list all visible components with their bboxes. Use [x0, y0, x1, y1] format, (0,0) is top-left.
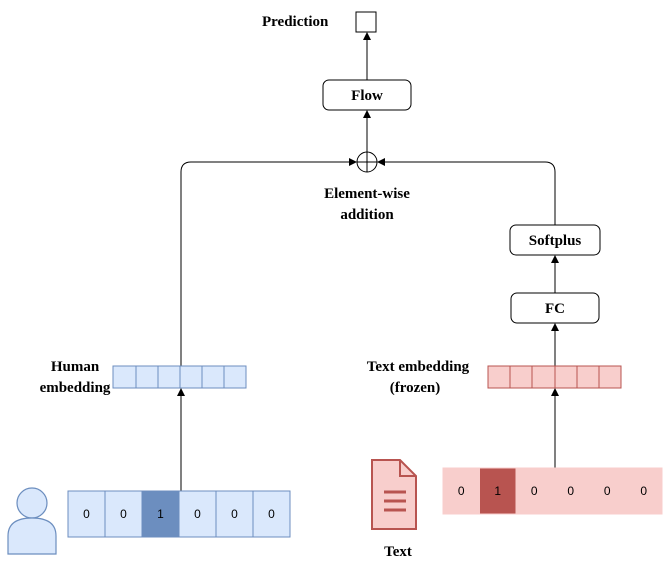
human-embedding-cell — [112, 365, 137, 389]
human-onehot-cell — [252, 490, 291, 538]
text-onehot-cell-value: 0 — [604, 484, 611, 498]
text-embedding-vector — [487, 365, 622, 389]
text-embedding-cell — [487, 365, 511, 389]
human-onehot-cell-value: 0 — [231, 507, 238, 521]
elementwise-label-line2: addition — [340, 207, 394, 223]
human-onehot-cell — [141, 490, 180, 538]
human-embedding-vector — [112, 365, 247, 389]
text-onehot-cell-value: 0 — [458, 484, 465, 498]
prediction-output-box — [355, 11, 377, 33]
text-embedding-cell — [531, 365, 556, 389]
circle-plus-icon — [356, 151, 378, 173]
human-onehot-cell-value: 0 — [194, 507, 201, 521]
human-onehot-cell — [67, 490, 106, 538]
human-onehot-cell-value: 0 — [268, 507, 275, 521]
human-embedding-cell — [179, 365, 203, 389]
human-onehot-cell — [215, 490, 254, 538]
text-onehot-cell-value: 0 — [531, 484, 538, 498]
arrow-human-embedding-to-addition — [180, 158, 357, 368]
text-embedding-cell — [509, 365, 533, 389]
human-embedding-cell — [201, 365, 225, 389]
human-embedding-label-line1: Human — [51, 359, 100, 375]
person-icon — [7, 487, 57, 555]
text-label: Text — [384, 544, 412, 560]
text-onehot-vector: 0 1 0 0 0 0 — [442, 467, 663, 515]
text-embedding-label-line2: (frozen) — [390, 380, 441, 396]
human-onehot-cell-value: 0 — [83, 507, 90, 521]
text-onehot-cell — [442, 467, 480, 515]
human-embedding-label-line2: embedding — [40, 380, 111, 396]
human-onehot-cell-value: 0 — [120, 507, 127, 521]
human-embedding-cell — [157, 365, 181, 389]
human-embedding-cell — [223, 365, 247, 389]
text-onehot-cell-value: 0 — [640, 484, 647, 498]
fc-label: FC — [545, 301, 565, 317]
text-embedding-cell — [576, 365, 600, 389]
prediction-label: Prediction — [262, 14, 329, 30]
elementwise-label-line1: Element-wise — [324, 186, 410, 202]
text-onehot-cell-value: 0 — [567, 484, 574, 498]
arrow-softplus-to-addition — [377, 158, 556, 225]
human-onehot-vector: 0 0 1 0 0 0 — [67, 490, 291, 538]
text-onehot-cell — [625, 467, 663, 515]
softplus-label: Softplus — [529, 233, 582, 249]
text-embedding-label-line1: Text embedding — [367, 359, 470, 375]
document-icon — [371, 459, 417, 530]
human-onehot-cell — [178, 490, 217, 538]
text-embedding-cell — [598, 365, 622, 389]
text-embedding-cell — [554, 365, 578, 389]
human-onehot-cell-value: 1 — [157, 507, 164, 521]
text-onehot-cell-value: 1 — [494, 484, 501, 498]
human-onehot-cell — [104, 490, 143, 538]
flow-label: Flow — [351, 88, 383, 104]
text-onehot-cell — [552, 467, 590, 515]
text-onehot-cell — [479, 467, 517, 515]
human-embedding-cell — [135, 365, 159, 389]
